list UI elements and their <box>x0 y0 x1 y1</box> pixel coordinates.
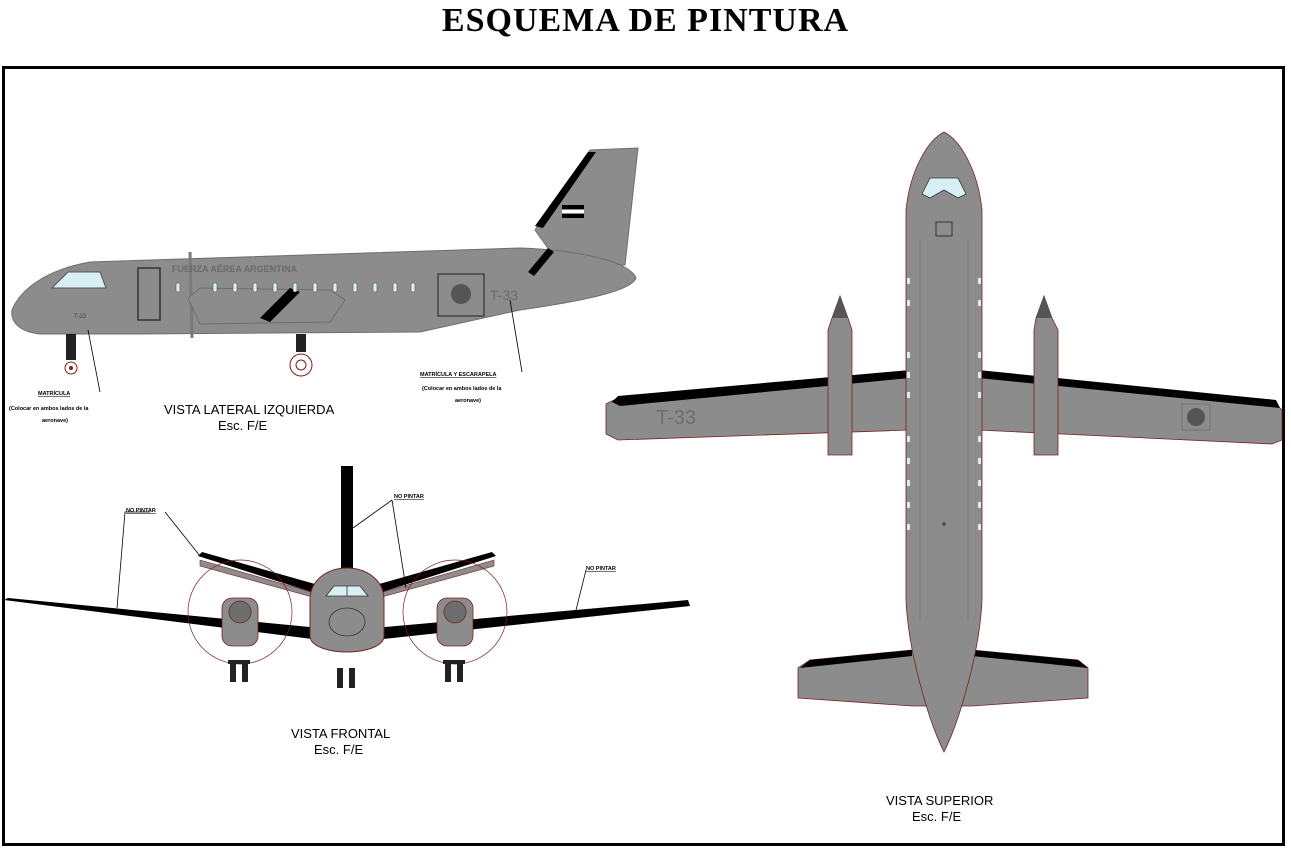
front-left-engine <box>221 597 259 647</box>
front-callout-no-pintar-right: NO PINTAR <box>586 566 616 572</box>
side-callout-matricula-note-2: aeronave) <box>42 418 68 424</box>
front-nose-gear <box>337 668 355 688</box>
top-right-stab-leading-edge <box>972 650 1088 668</box>
page-title: ESQUEMA DE PINTURA <box>441 2 850 39</box>
front-right-wing <box>374 600 690 640</box>
front-view-label: VISTA FRONTAL <box>291 726 390 741</box>
top-wing-roundel-icon <box>1187 408 1205 426</box>
front-leader-right <box>575 569 587 611</box>
side-main-gear <box>289 334 313 377</box>
front-vertical-fin <box>341 466 353 574</box>
front-left-wing <box>4 598 320 640</box>
front-right-gear <box>443 660 465 682</box>
side-roundel-panel <box>437 273 485 317</box>
side-callout-matricula: MATRÍCULA <box>38 389 70 397</box>
side-cabin-windows <box>175 282 416 293</box>
front-right-engine <box>436 597 474 647</box>
top-left-spinner <box>832 296 848 318</box>
top-left-nacelle <box>827 294 853 456</box>
side-view-label: VISTA LATERAL IZQUIERDA <box>164 402 335 417</box>
front-left-stabilizer <box>198 552 322 594</box>
side-leader-matricula-escarapela <box>509 299 523 373</box>
drawing-frame <box>2 66 1285 846</box>
front-left-stabilizer-grey <box>199 559 319 599</box>
front-leader-left-2 <box>164 511 201 557</box>
front-left-gear <box>228 660 250 682</box>
side-stabilizer-leading-edge <box>528 248 554 276</box>
top-view: T-33 <box>605 131 1283 824</box>
top-view-label: VISTA SUPERIOR <box>886 793 993 808</box>
front-right-stabilizer-grey <box>375 559 495 599</box>
side-nose-serial: T-33 <box>74 314 87 320</box>
front-callout-no-pintar-center: NO PINTAR <box>394 494 424 500</box>
top-right-spinner <box>1036 296 1052 318</box>
side-forward-door <box>137 267 161 321</box>
top-left-stab-leading-edge <box>800 650 912 668</box>
side-callout-matricula-escarapela: MATRÍCULA Y ESCARAPELA <box>420 370 497 378</box>
side-serial: T-33 <box>490 287 518 303</box>
side-wing-leading-edge <box>260 288 300 322</box>
top-wing-serial: T-33 <box>656 407 696 429</box>
side-nose-gear <box>64 334 78 375</box>
front-nose-cone <box>328 607 366 637</box>
side-view-scale: Esc. F/E <box>218 418 267 433</box>
side-callout-me-note-2: aeronave) <box>455 398 481 404</box>
top-cockpit-window <box>921 177 967 199</box>
side-callout-me-note-1: (Colocar en ambos lados de la <box>422 386 502 392</box>
top-fuselage-antenna <box>942 522 946 526</box>
side-callout-matricula-note-1: (Colocar en ambos lados de la <box>9 406 89 412</box>
front-leader-left <box>116 511 150 609</box>
top-fuselage <box>905 131 983 753</box>
side-roundel-icon <box>451 284 471 304</box>
front-view-scale: Esc. F/E <box>314 742 363 757</box>
side-cockpit-window <box>50 271 107 289</box>
front-leader-center <box>352 499 407 589</box>
top-roof-hatch <box>935 221 953 237</box>
side-leader-matricula <box>87 329 101 393</box>
top-wing-roundel-panel <box>1181 403 1211 431</box>
side-view: FUERZA AÉREA ARGENTINA T-33 T-33 MATRÍCU… <box>9 147 639 433</box>
front-view: NO PINTAR NO PINTAR NO PINTAR VISTA FRON… <box>4 466 690 757</box>
side-engine-nacelle <box>187 287 346 325</box>
front-right-stabilizer <box>372 552 496 594</box>
side-fuselage-text: FUERZA AÉREA ARGENTINA <box>172 264 298 274</box>
side-tail-flag-icon <box>562 205 584 218</box>
front-callout-no-pintar-left: NO PINTAR <box>126 508 156 514</box>
side-tail-leading-edge <box>535 152 596 228</box>
top-right-nacelle <box>1033 294 1059 456</box>
top-view-scale: Esc. F/E <box>912 809 961 824</box>
top-cabin-windows <box>907 278 981 530</box>
